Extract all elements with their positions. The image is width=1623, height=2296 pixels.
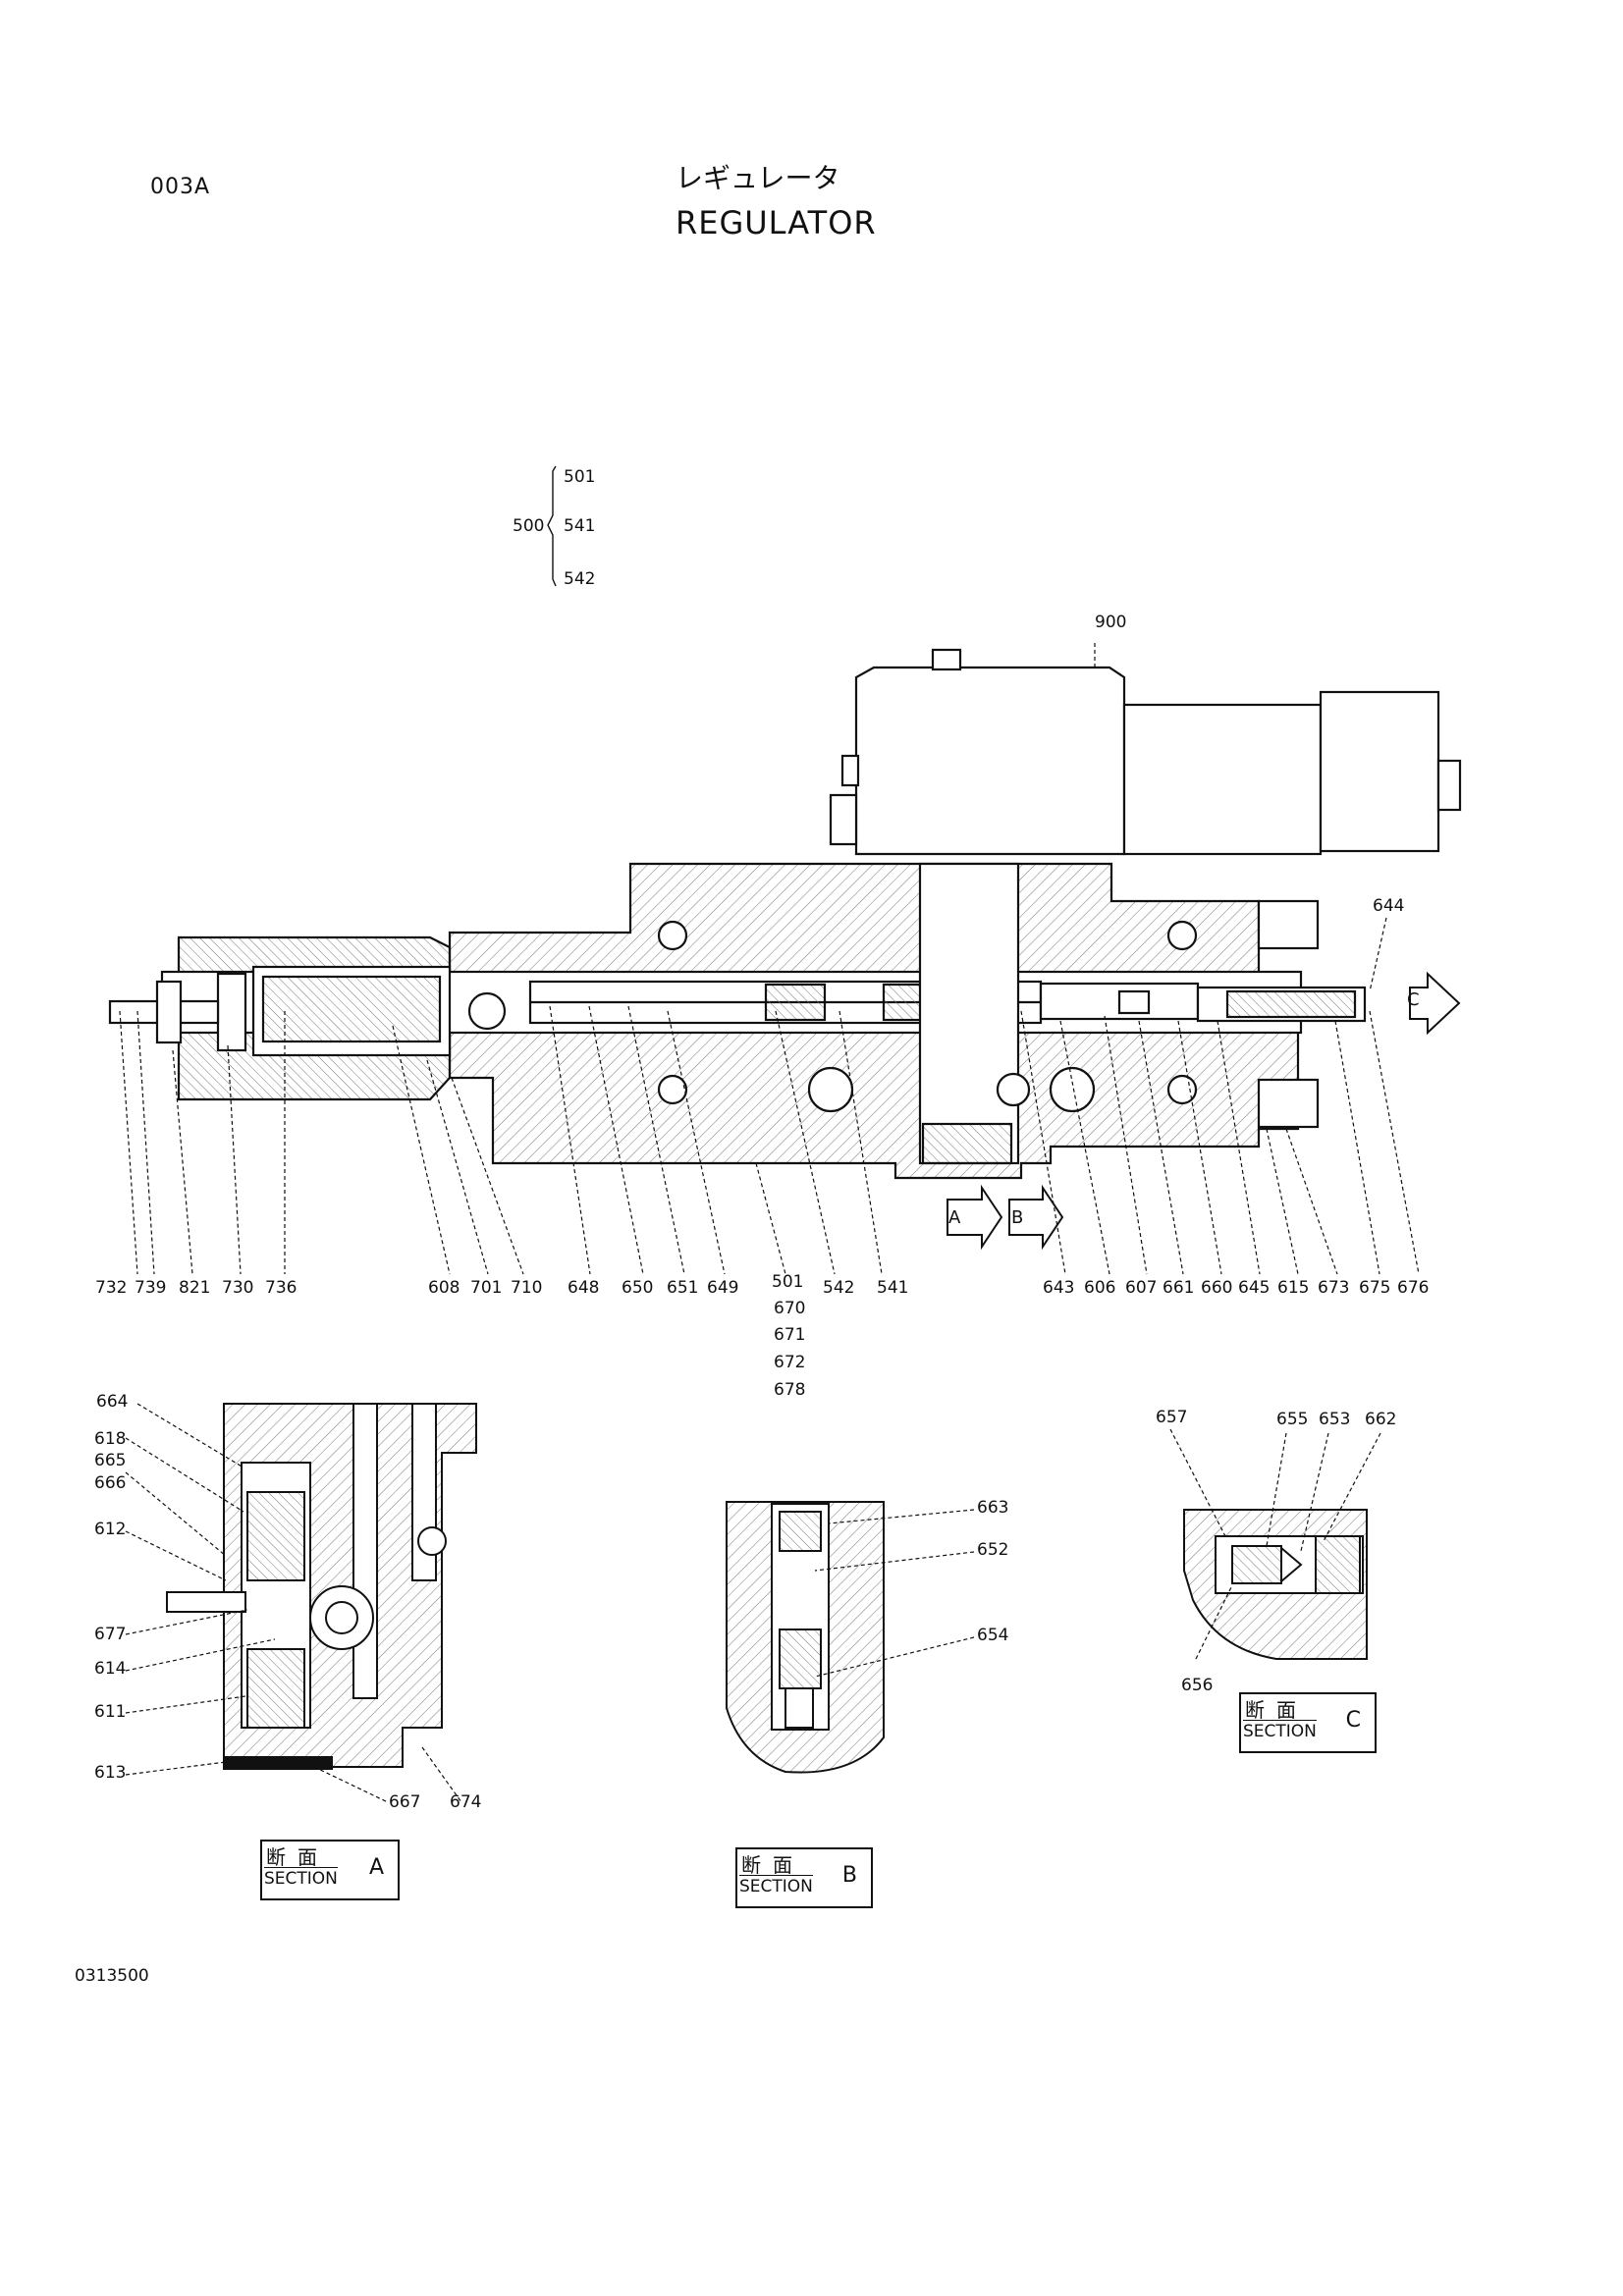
assembly-parent: 500 <box>513 516 545 536</box>
callout: 674 <box>450 1792 482 1812</box>
assembly-brace <box>547 465 557 587</box>
callout-part-number: 660 <box>1201 1278 1233 1298</box>
arrow-c <box>1409 971 1461 1036</box>
callout-part-number: 648 <box>568 1278 600 1298</box>
callout: 665 <box>94 1451 127 1470</box>
callout-part-number: 606 <box>1084 1278 1116 1298</box>
callout: 654 <box>977 1626 1009 1645</box>
callout-plug: 644 <box>1373 896 1405 916</box>
assembly-child: 501 <box>564 467 596 487</box>
section-a-view <box>166 1403 477 1770</box>
callout: 663 <box>977 1498 1009 1518</box>
callout-part-number: 650 <box>622 1278 654 1298</box>
section-b-view <box>726 1501 885 1774</box>
callout-part-number: 673 <box>1318 1278 1350 1298</box>
solenoid-cap <box>1319 690 1440 853</box>
callout: 653 <box>1319 1410 1351 1429</box>
caption-letter: A <box>368 1855 384 1880</box>
section-c-view <box>1183 1509 1368 1660</box>
callout-part-number: 645 <box>1238 1278 1271 1298</box>
arrow-a <box>947 1184 1003 1251</box>
leader-lines <box>119 643 1420 1275</box>
callout-solenoid: 900 <box>1095 613 1127 632</box>
section-b-caption: 断面 SECTION B <box>735 1847 873 1908</box>
caption-jp: 断面 <box>1245 1698 1308 1722</box>
callout: 667 <box>389 1792 421 1812</box>
callout-part-number: 651 <box>667 1278 699 1298</box>
solenoid-connector <box>1436 759 1462 812</box>
callout: 613 <box>94 1763 127 1783</box>
callout: 677 <box>94 1625 127 1644</box>
section-a-leaders <box>125 1403 462 1803</box>
callout-part-number: 739 <box>135 1278 167 1298</box>
view-arrows <box>947 971 1461 1251</box>
callout-part-number: 661 <box>1163 1278 1195 1298</box>
callout-stack: 670 <box>774 1299 806 1318</box>
page-code: 003A <box>150 175 211 199</box>
callout: 652 <box>977 1540 1009 1560</box>
callout-part-number: 710 <box>511 1278 543 1298</box>
callout-part-number: 607 <box>1125 1278 1158 1298</box>
callout-part-number: 821 <box>179 1278 211 1298</box>
callout-part-number: 501 <box>772 1272 804 1292</box>
caption-en: SECTION <box>1243 1720 1317 1741</box>
callout-part-number: 649 <box>707 1278 739 1298</box>
callout: 618 <box>94 1429 127 1449</box>
callout: 662 <box>1365 1410 1397 1429</box>
caption-en: SECTION <box>264 1867 338 1889</box>
caption-letter: C <box>1345 1708 1361 1733</box>
callout: 664 <box>96 1392 129 1412</box>
section-c-caption: 断面 SECTION C <box>1239 1692 1377 1753</box>
caption-jp: 断面 <box>266 1845 329 1869</box>
caption-en: SECTION <box>739 1875 813 1896</box>
section-b-leaders <box>814 1509 975 1678</box>
solenoid-bolt <box>931 648 962 671</box>
caption-jp: 断面 <box>741 1853 804 1877</box>
callout-stack: 672 <box>774 1353 806 1372</box>
solenoid-coil <box>1122 703 1323 856</box>
callout-part-number: 736 <box>265 1278 298 1298</box>
callout: 612 <box>94 1520 127 1539</box>
callout: 656 <box>1181 1676 1214 1695</box>
callout: 614 <box>94 1659 127 1679</box>
callout-part-number: 542 <box>823 1278 855 1298</box>
callout-part-number: 541 <box>877 1278 909 1298</box>
callout: 657 <box>1156 1408 1188 1427</box>
callout-part-number: 643 <box>1043 1278 1075 1298</box>
piston <box>216 972 247 1052</box>
callout-stack: 678 <box>774 1380 806 1400</box>
arrow-b <box>1008 1184 1064 1251</box>
callout-part-number: 730 <box>222 1278 254 1298</box>
callout-stack: 671 <box>774 1325 806 1345</box>
caption-letter: B <box>841 1863 857 1888</box>
main-section-view <box>108 648 1462 1180</box>
assembly-child: 541 <box>564 516 596 536</box>
callout-part-number: 608 <box>428 1278 460 1298</box>
callout: 666 <box>94 1473 127 1493</box>
section-a-caption: 断面 SECTION A <box>260 1840 400 1900</box>
callout-part-number: 701 <box>470 1278 503 1298</box>
solenoid-housing <box>854 666 1126 856</box>
callout-part-number: 615 <box>1277 1278 1310 1298</box>
callout-part-number: 676 <box>1397 1278 1430 1298</box>
title-english: REGULATOR <box>676 204 877 241</box>
callout: 611 <box>94 1702 127 1722</box>
arrow-c-label: C <box>1407 989 1420 1010</box>
arrow-b-label: B <box>1011 1207 1024 1228</box>
drawing-number: 0313500 <box>75 1966 149 1986</box>
callout-part-number: 732 <box>95 1278 128 1298</box>
assembly-child: 542 <box>564 569 596 589</box>
title-japanese: レギュレータ <box>676 162 840 194</box>
callout-part-number: 675 <box>1359 1278 1391 1298</box>
arrow-a-label: A <box>948 1207 961 1228</box>
section-c-leaders <box>1169 1428 1381 1660</box>
callout: 655 <box>1276 1410 1309 1429</box>
